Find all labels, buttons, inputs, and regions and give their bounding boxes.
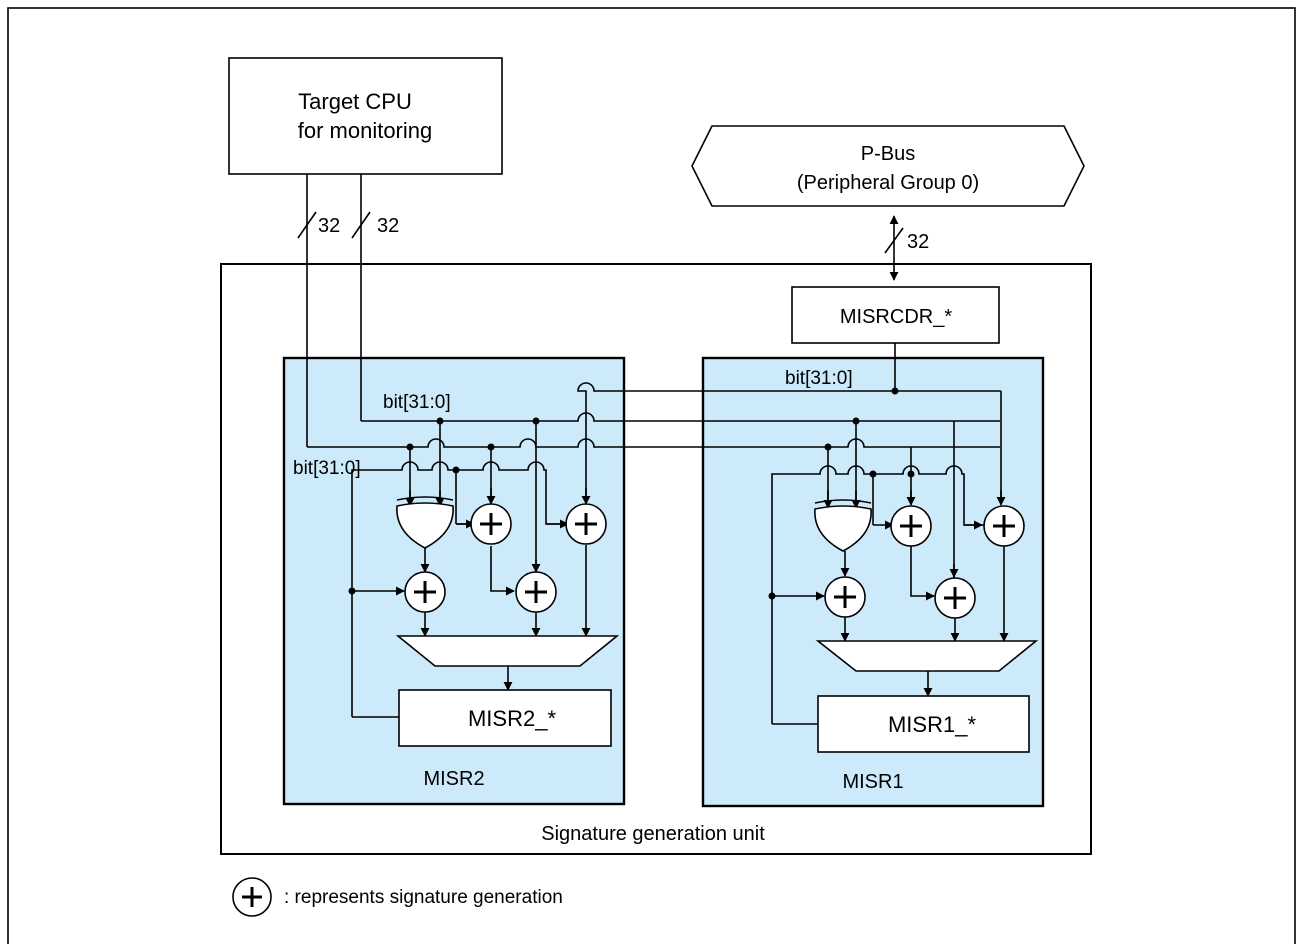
pbus-label-2: (Peripheral Group 0)	[797, 172, 979, 194]
figure-frame	[7, 7, 1296, 944]
width-label-pbus: 32	[907, 231, 929, 253]
legend-plus-icon	[232, 877, 272, 917]
misr1-register	[817, 695, 1030, 753]
signature-plus-icon	[890, 505, 932, 547]
signature-plus-icon	[515, 571, 557, 613]
bus-slash-a	[297, 211, 317, 239]
width-label-cpu-a: 32	[318, 215, 340, 237]
signature-plus-icon	[983, 505, 1025, 547]
width-label-cpu-b: 32	[377, 215, 399, 237]
xor-gate-icon	[396, 496, 454, 501]
multiplexer-icon	[815, 640, 1039, 672]
bus-slash-pbus	[884, 227, 904, 254]
bit-label-cdr: bit[31:0]	[785, 368, 853, 389]
pbus-label-1: P-Bus	[861, 143, 915, 165]
junction-dots	[348, 387, 915, 600]
pbus-shape	[691, 125, 1085, 207]
multiplexer-icon	[395, 635, 620, 667]
misr1-feedback-bus	[771, 465, 984, 725]
signature-plus-icon	[934, 577, 976, 619]
misr1-block-label: MISR1	[842, 771, 903, 793]
misr2-arrow	[490, 546, 515, 596]
signature-plus-icon	[565, 503, 607, 545]
target-cpu-box	[228, 57, 503, 175]
misrcdr-label: MISRCDR_*	[840, 306, 952, 328]
xor-gate-icon	[814, 505, 872, 552]
misr1-register-label: MISR1_*	[888, 712, 976, 737]
bit-label-cpu-upper: bit[31:0]	[383, 392, 451, 413]
signature-unit-label: Signature generation unit	[541, 823, 765, 845]
misr1-arrow	[910, 546, 935, 601]
target-cpu-label-1: Target CPU	[298, 89, 412, 114]
target-cpu-label-2: for monitoring	[298, 118, 433, 143]
misr2-register	[398, 689, 612, 747]
signature-plus-icon	[404, 571, 446, 613]
cpu-bus-b-horizontal	[361, 412, 1000, 422]
misrcdr-register	[791, 286, 1000, 344]
misr2-feedback-bus	[351, 461, 566, 718]
misr2-block-label: MISR2	[423, 768, 484, 790]
xor-gate-icon	[396, 502, 454, 549]
bit-label-cpu-lower: bit[31:0]	[293, 458, 361, 479]
xor-gate-icon	[814, 499, 872, 504]
signature-plus-icon	[824, 576, 866, 618]
bus-slash-b	[351, 211, 371, 239]
misr2-register-label: MISR2_*	[468, 706, 556, 731]
cdr-bus-horizontal	[577, 382, 1001, 501]
legend-text: : represents signature generation	[284, 887, 563, 908]
signature-plus-icon	[470, 503, 512, 545]
